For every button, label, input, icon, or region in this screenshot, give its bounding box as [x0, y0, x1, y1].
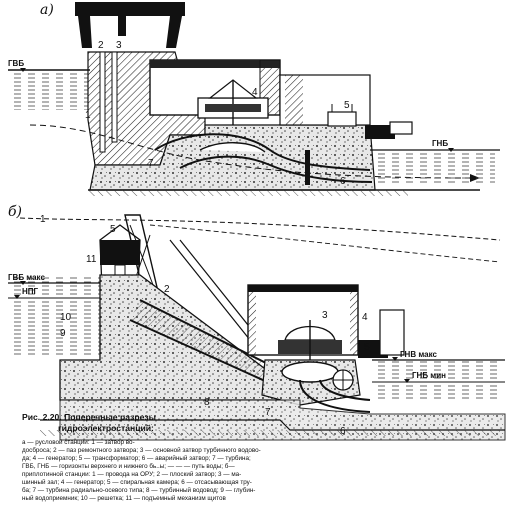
caption-body-line: ба; 7 — турбина радиально-осевого типа; … — [22, 486, 255, 494]
caption-title-line-2: гидроэлектростанций: — [58, 423, 154, 433]
caption-body-line: досброса; 2 — паз ремонтного затвора; 3 … — [22, 446, 261, 454]
callout-b-5-top: 5 — [110, 224, 116, 235]
callout-b-8: 8 — [204, 397, 210, 408]
transformer-a — [327, 104, 357, 127]
gantry-crane — [75, 2, 185, 48]
upstream-water-b — [8, 275, 108, 355]
panel-a: а) — [8, 2, 500, 196]
level-upper-min-b: НПГ — [22, 287, 39, 296]
callout-a-1: 1 — [85, 110, 91, 121]
downstream-water-b — [372, 360, 502, 400]
callout-b-10: 10 — [60, 312, 72, 323]
power-lines — [19, 217, 501, 241]
callout-b-1: 1 — [40, 214, 46, 225]
level-upper-max-b: ГВБ макс — [8, 273, 45, 282]
callout-b-9: 9 — [60, 328, 66, 339]
caption-body-line: приплотинной станции: 1 — провода на ОРУ… — [22, 470, 241, 478]
water-path-a — [29, 124, 471, 179]
panel-b-tag: б) — [8, 204, 22, 220]
tailrace-gate-structure — [365, 125, 395, 139]
figure-caption: Рис. 2.20. Поперечные разрезы гидроэлект… — [22, 412, 261, 502]
caption-body-line: ный водоприемник; 10 — решетка; 11 — под… — [22, 494, 226, 502]
level-lower-min-b: ГНБ мин — [412, 371, 446, 380]
callout-a-3: 3 — [116, 40, 122, 51]
callout-b-3: 3 — [322, 310, 328, 321]
callout-a-4: 4 — [252, 87, 258, 98]
generator-a — [197, 79, 269, 145]
panel-a-tag: а) — [40, 2, 54, 18]
callout-b-7: 7 — [265, 407, 271, 418]
caption-title-line-1: Рис. 2.20. Поперечные разрезы — [22, 412, 156, 422]
level-lower-max-b: ГНВ макс — [400, 350, 437, 359]
callout-b-6: 6 — [340, 426, 346, 437]
callout-b-11: 11 — [86, 254, 97, 265]
upstream-water-a — [8, 70, 88, 110]
callout-a-2: 2 — [98, 40, 104, 51]
level-upper-a: ГВБ — [8, 59, 24, 68]
generator-b — [278, 320, 342, 378]
caption-body-line: да; 4 — генератор; 5 — трансформатор; 6 … — [22, 454, 251, 462]
callout-b-4: 4 — [362, 312, 368, 323]
caption-body-line: ГВБ, ГНБ — горизонты верхнего и нижнего … — [22, 462, 235, 470]
level-lower-a: ГНБ — [432, 139, 448, 148]
callout-a-7: 7 — [148, 158, 154, 169]
callout-b-2: 2 — [164, 284, 170, 295]
panel-b: б) — [8, 204, 506, 441]
callout-a-5: 5 — [344, 100, 350, 111]
callout-a-6: 6 — [340, 176, 346, 187]
spiral-casing — [281, 361, 339, 383]
caption-body-line: шинный зал; 4 — генератор; 5 — спиральна… — [22, 478, 252, 486]
downstream-water-a — [375, 150, 495, 185]
callout-b-5: 5 — [364, 342, 370, 353]
caption-body-line: а — русловой станции: 1 — затвор во- — [22, 438, 135, 446]
